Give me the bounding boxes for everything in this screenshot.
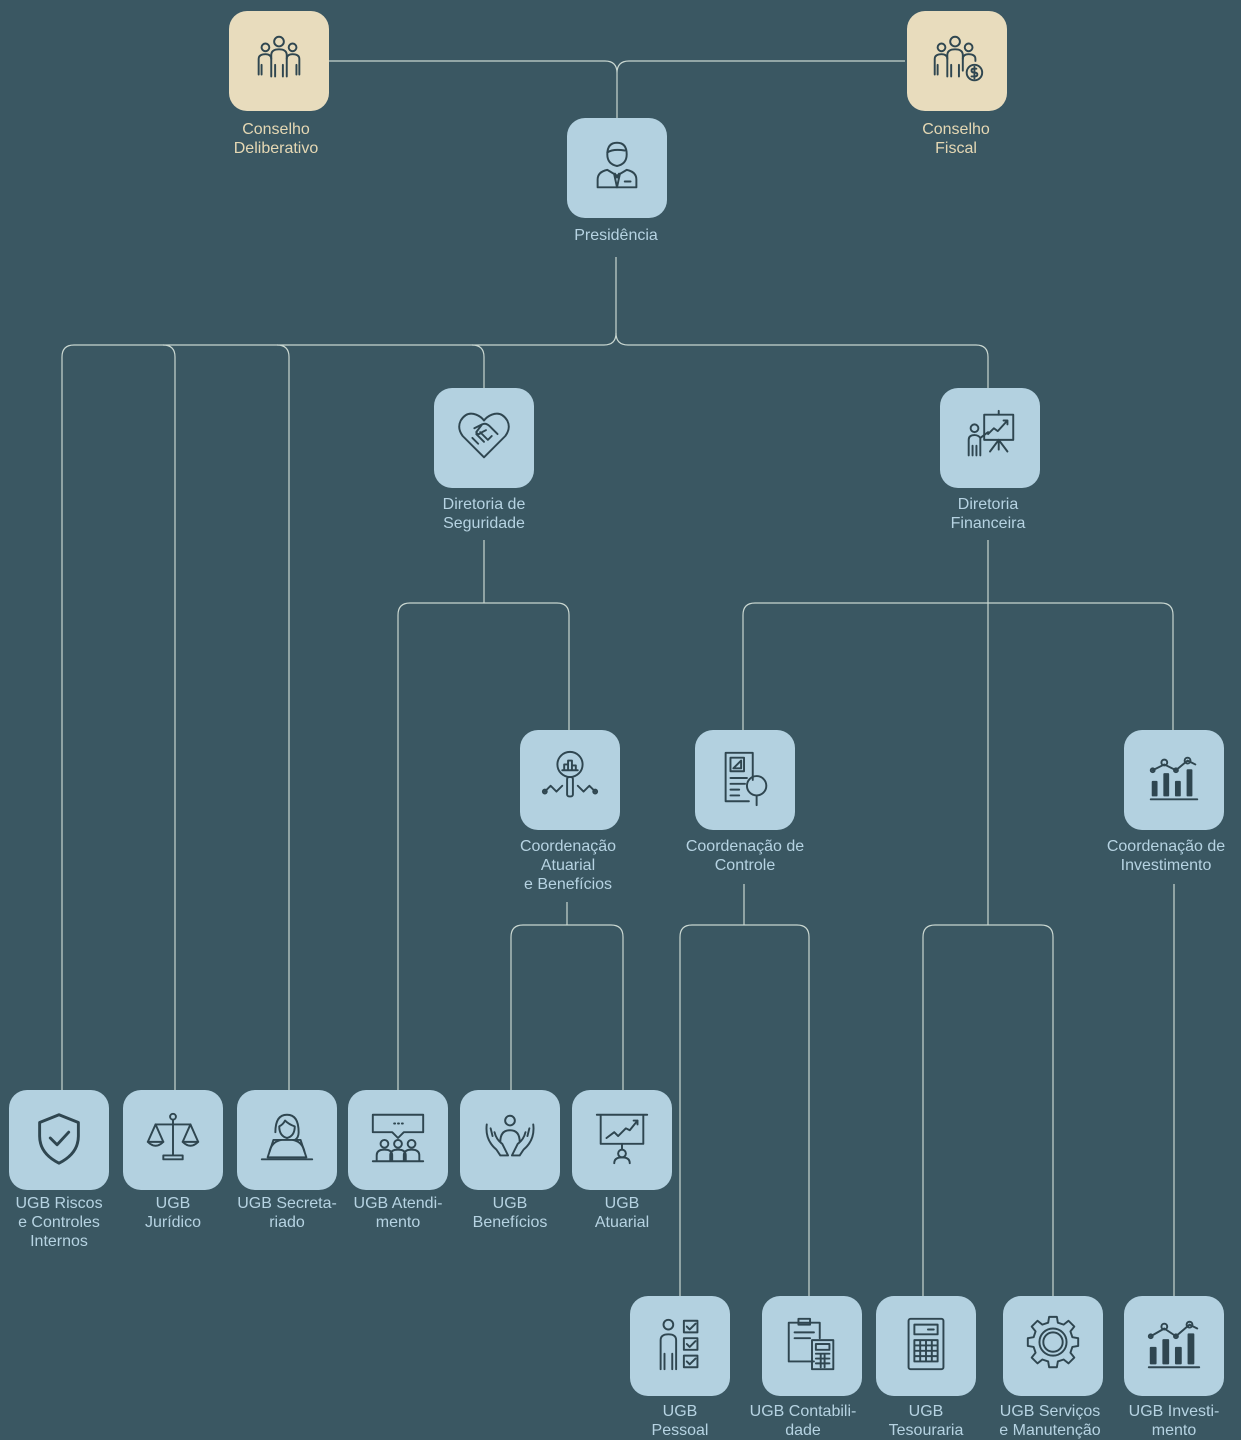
node-ugb-contabilidade bbox=[762, 1296, 862, 1396]
label-ugb-juridico: UGB Jurídico bbox=[144, 1195, 202, 1231]
label-presidencia: Presidência bbox=[574, 227, 658, 244]
node-ugb-tesouraria bbox=[876, 1296, 976, 1396]
label-coord-atuarial: Coordenação Atuarial e Benefícios bbox=[519, 838, 617, 893]
bar-line-chart-icon bbox=[1143, 747, 1205, 814]
group-icon bbox=[248, 28, 310, 95]
node-coord-investimento bbox=[1124, 730, 1224, 830]
node-ugb-atendimento bbox=[348, 1090, 448, 1190]
bar-line-chart-icon bbox=[1143, 1313, 1205, 1380]
magnifier-chart-icon bbox=[539, 747, 601, 814]
node-coord-controle bbox=[695, 730, 795, 830]
document-search-icon bbox=[714, 747, 776, 814]
woman-laptop-icon bbox=[256, 1107, 318, 1174]
label-conselho-fiscal: Conselho Fiscal bbox=[922, 121, 990, 157]
label-ugb-atendimento: UGB Atendi- mento bbox=[353, 1195, 443, 1231]
label-ugb-secretariado: UGB Secreta- riado bbox=[237, 1195, 337, 1231]
label-ugb-riscos: UGB Riscos e Controles Internos bbox=[15, 1195, 103, 1250]
label-conselho-deliberativo: Conselho Deliberativo bbox=[233, 121, 319, 157]
speech-audience-icon bbox=[367, 1107, 429, 1174]
label-diretoria-seguridade: Diretoria de Seguridade bbox=[442, 496, 526, 532]
node-ugb-pessoal bbox=[630, 1296, 730, 1396]
node-ugb-beneficios bbox=[460, 1090, 560, 1190]
connector-financeira-branch bbox=[742, 540, 1174, 1296]
connector-financeira bbox=[615, 332, 989, 388]
label-coord-controle: Coordenação de Controle bbox=[685, 838, 805, 874]
label-diretoria-financeira: Diretoria Financeira bbox=[950, 496, 1026, 532]
node-conselho-fiscal bbox=[907, 11, 1007, 111]
node-ugb-juridico bbox=[123, 1090, 223, 1190]
label-ugb-pessoal: UGB Pessoal bbox=[651, 1403, 709, 1439]
scales-icon bbox=[142, 1107, 204, 1174]
connector-secretariado bbox=[276, 344, 290, 1090]
node-diretoria-seguridade bbox=[434, 388, 534, 488]
connector-seguridade-branch bbox=[397, 540, 570, 1090]
calculator-icon bbox=[895, 1313, 957, 1380]
node-conselho-deliberativo bbox=[229, 11, 329, 111]
node-ugb-secretariado bbox=[237, 1090, 337, 1190]
node-ugb-riscos bbox=[9, 1090, 109, 1190]
node-ugb-investimento bbox=[1124, 1296, 1224, 1396]
label-coord-investimento: Coordenação de Investimento bbox=[1106, 838, 1226, 874]
node-coord-atuarial bbox=[520, 730, 620, 830]
shield-check-icon bbox=[28, 1107, 90, 1174]
connector-atuarial-branch bbox=[510, 902, 624, 1090]
presenter-chart-icon bbox=[959, 405, 1021, 472]
connector-controle-branch bbox=[679, 884, 810, 1296]
connector-conselhos bbox=[329, 60, 905, 118]
clipboard-calculator-icon bbox=[781, 1313, 843, 1380]
node-presidencia bbox=[567, 118, 667, 218]
handshake-heart-icon bbox=[453, 405, 515, 472]
node-ugb-servicos bbox=[1003, 1296, 1103, 1396]
connector-presidencia-trunk bbox=[61, 257, 617, 1090]
node-ugb-atuarial bbox=[572, 1090, 672, 1190]
businessman-icon bbox=[586, 135, 648, 202]
label-ugb-servicos: UGB Serviços e Manutenção bbox=[999, 1403, 1101, 1439]
presentation-board-icon bbox=[591, 1107, 653, 1174]
label-ugb-atuarial: UGB Atuarial bbox=[594, 1195, 650, 1231]
connector-seguridade bbox=[471, 344, 485, 388]
label-ugb-tesouraria: UGB Tesouraria bbox=[888, 1403, 964, 1439]
label-ugb-investimento: UGB Investi- mento bbox=[1128, 1403, 1220, 1439]
gear-icon bbox=[1022, 1313, 1084, 1380]
group-money-icon bbox=[926, 28, 988, 95]
hands-person-icon bbox=[479, 1107, 541, 1174]
label-ugb-beneficios: UGB Benefícios bbox=[472, 1195, 548, 1231]
node-diretoria-financeira bbox=[940, 388, 1040, 488]
person-checklist-icon bbox=[649, 1313, 711, 1380]
connector-juridico bbox=[162, 344, 176, 1090]
label-ugb-contabilidade: UGB Contabili- dade bbox=[749, 1403, 857, 1439]
